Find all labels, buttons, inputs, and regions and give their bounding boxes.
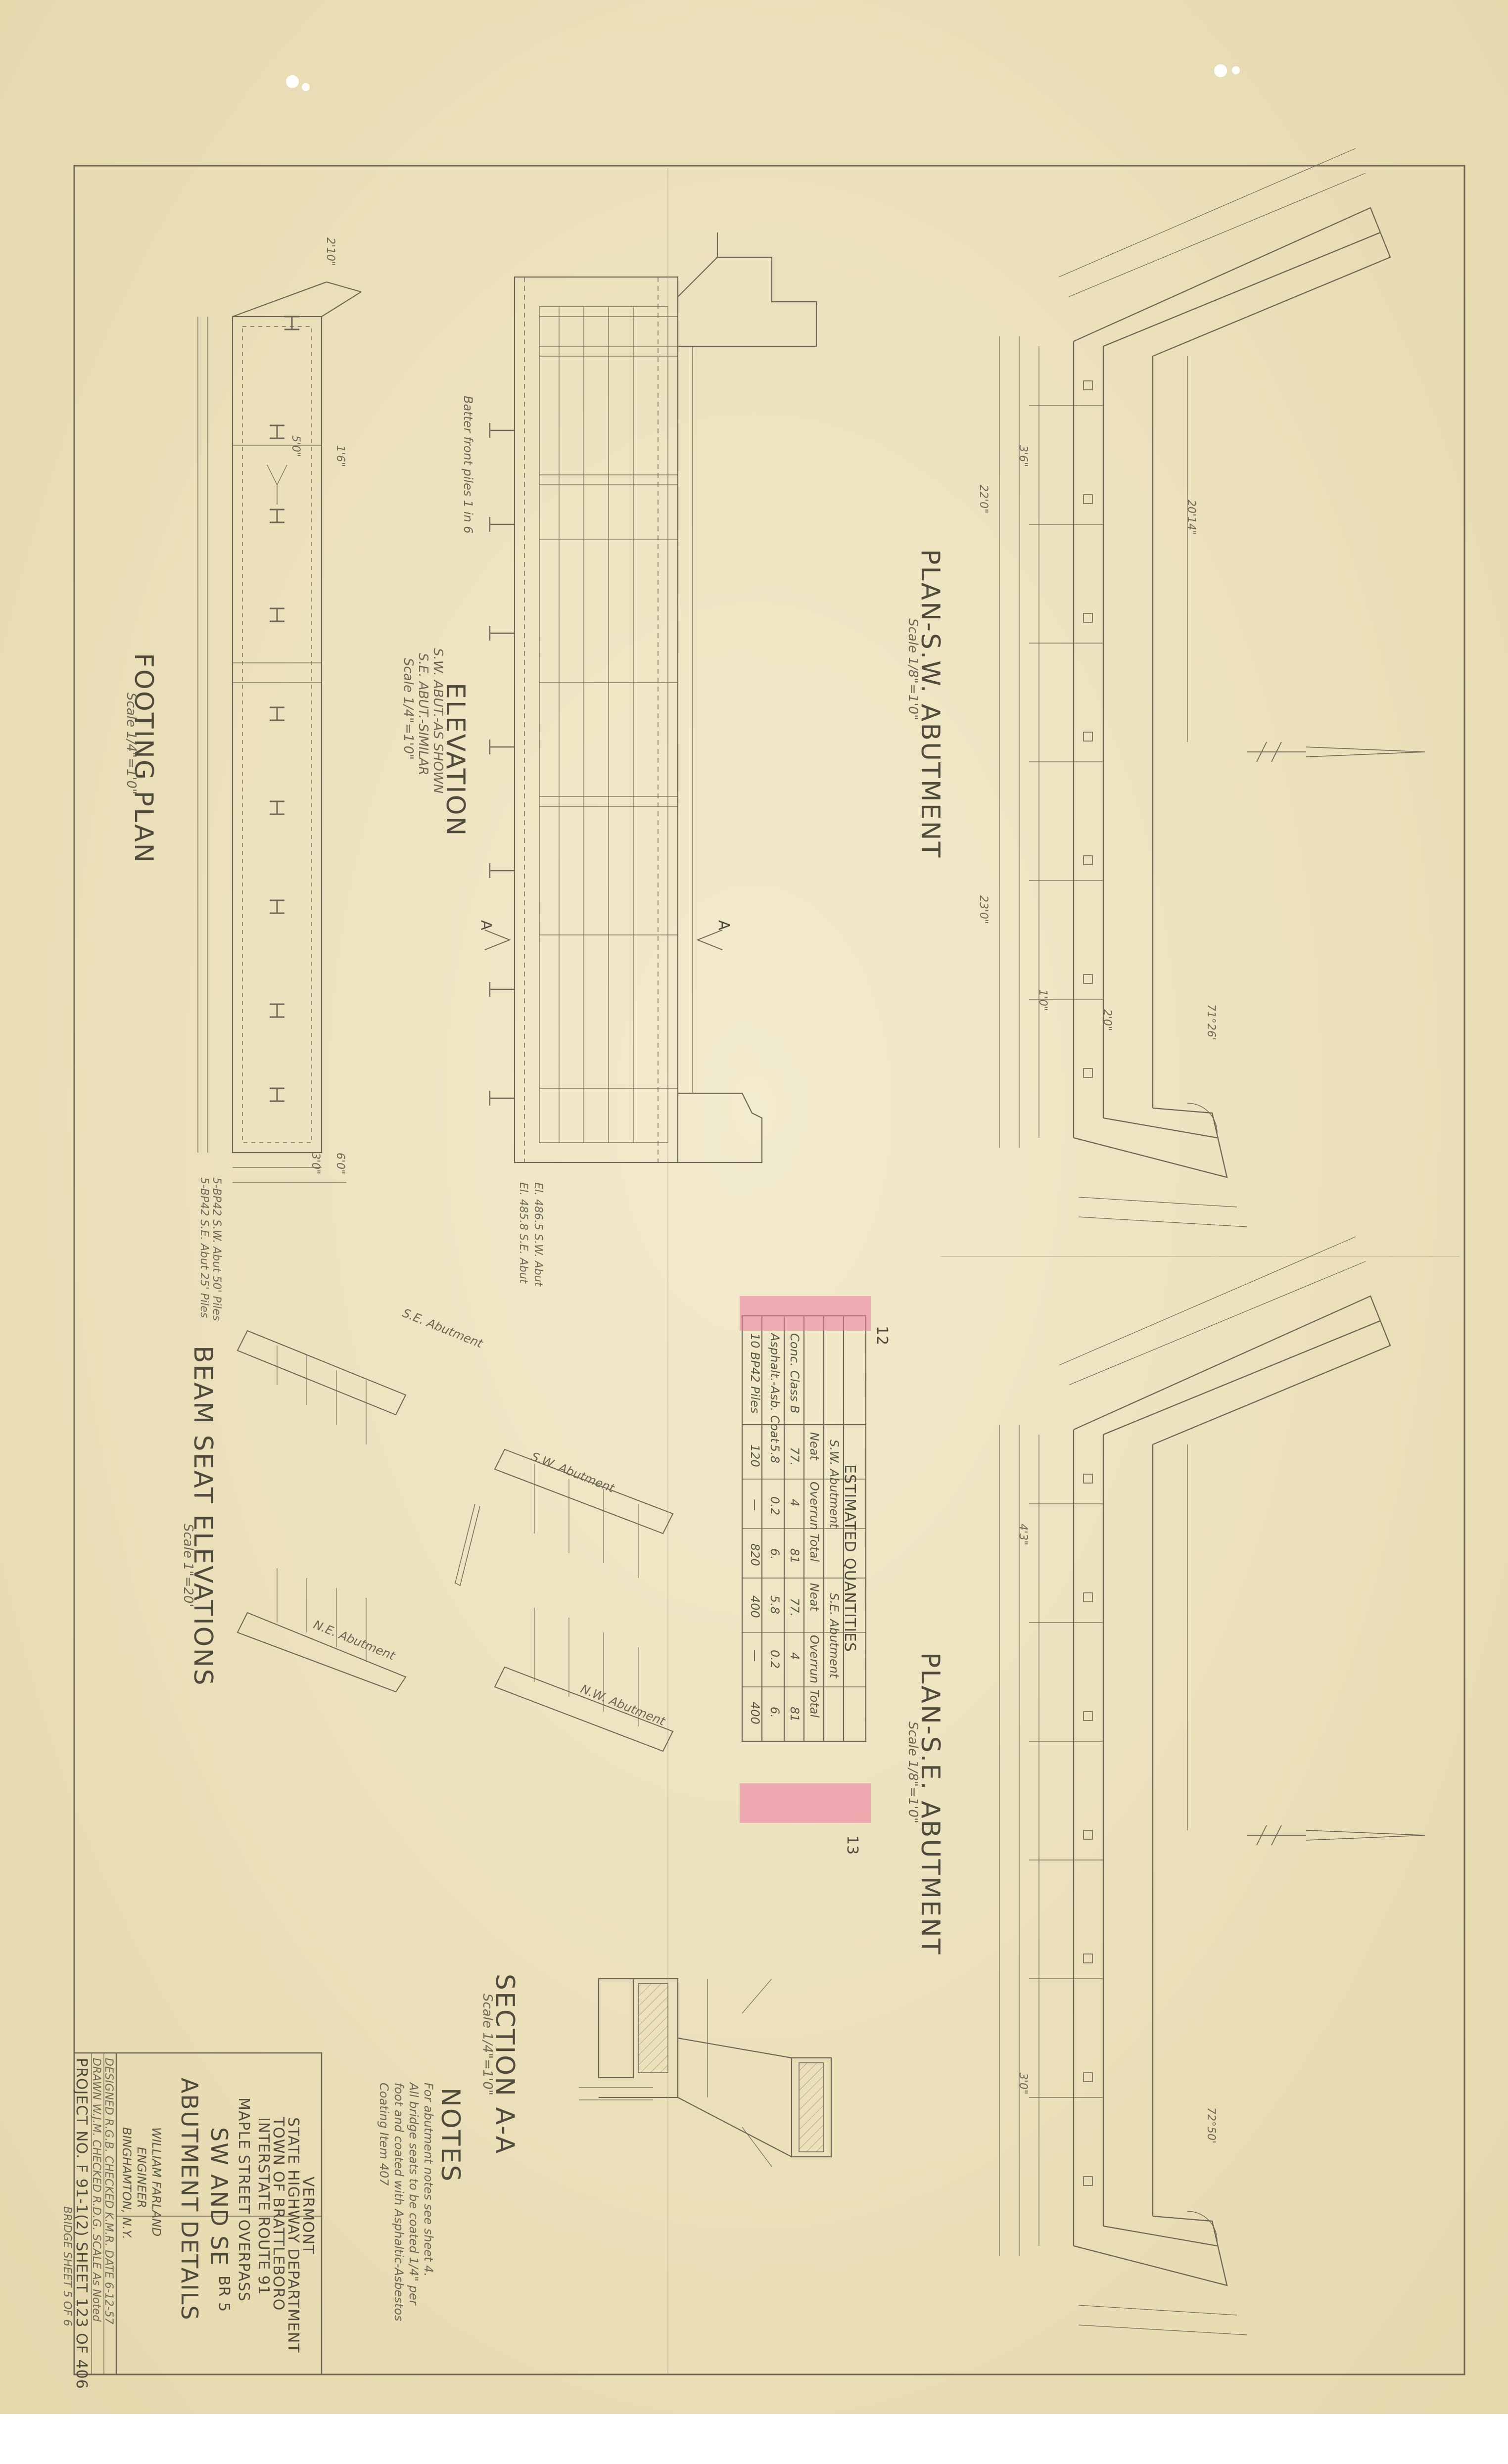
- qt-row2-v0: 5.8: [768, 1444, 782, 1464]
- qt-row1-v1: 4: [788, 1499, 801, 1507]
- quantities-mark-bottom: 13: [844, 1835, 861, 1856]
- tb-structure: MAPLE STREET OVERPASS: [235, 2097, 252, 2302]
- footing-plan: [197, 281, 362, 1183]
- notes-line4: Coating Item 407: [377, 2083, 391, 2186]
- qt-col-overrun-1: Overrun: [807, 1482, 821, 1531]
- elevation-label: El. 485.8 S.E. Abut: [517, 1182, 529, 1284]
- punch-hole: [1232, 66, 1240, 74]
- quantities-group-se: S.E. Abutment: [827, 1593, 841, 1678]
- qt-row1-v5: 81: [788, 1707, 801, 1722]
- tb-designed: DESIGNED R.G.B. CHECKED K.M.R. DATE 6-12…: [102, 2058, 115, 2325]
- qt-row3-v4: —: [748, 1650, 762, 1662]
- qt-row1-item: Conc. Class B: [788, 1333, 801, 1414]
- qt-row1-v2: 81: [788, 1548, 801, 1564]
- punch-hole: [302, 83, 310, 91]
- beam-seat-scale: Scale 1"=20': [181, 1524, 195, 1607]
- qt-col-overrun-2: Overrun: [807, 1635, 821, 1684]
- dim-label: 1'0": [1037, 989, 1049, 1012]
- dim-label: 6'0": [334, 1153, 346, 1175]
- qt-row2-v3: 5.8: [768, 1595, 782, 1615]
- notes-title: NOTES: [435, 2088, 465, 2183]
- dim-label: 71°26': [1205, 1004, 1217, 1041]
- quantities-mark-top: 12: [873, 1326, 891, 1346]
- qt-row3-item: 10 BP42 Piles: [748, 1333, 762, 1414]
- sheet-border: [73, 165, 1465, 2375]
- section-aa-scale: Scale 1/4"=1'0": [480, 1994, 495, 2095]
- qt-row3-v3: 400: [748, 1595, 762, 1618]
- tb-sheet: BRIDGE SHEET 5 OF 6: [61, 2206, 73, 2326]
- qt-row2-item: Asphalt.-Asb. Coat: [768, 1333, 782, 1443]
- tape-top: [740, 1296, 871, 1331]
- dim-label: 1'6": [334, 445, 346, 467]
- notes-line1: For abutment notes see sheet 4.: [422, 2083, 435, 2277]
- notes-line3: foot and coated with Asphaltic-Asbestos: [392, 2083, 406, 2322]
- pile-label: 5-BP42 S.W. Abut 50' Piles: [210, 1177, 223, 1321]
- tape-bottom: [740, 1783, 871, 1823]
- dim-label: 3'0": [309, 1153, 322, 1175]
- qt-row3-v1: —: [748, 1499, 762, 1511]
- qt-row1-v3: 77.: [788, 1598, 801, 1617]
- elevation-scale: Scale 1/4"=1'0": [401, 658, 416, 760]
- qt-row3-v0: 120: [748, 1444, 762, 1467]
- tb-engineer-city: BINGHAMTON, N.Y.: [120, 2127, 134, 2239]
- dim-label: 2'10": [324, 237, 336, 267]
- tb-drawn: DRAWN W.J.M. CHECKED R.D.G. SCALE As Not…: [90, 2058, 102, 2322]
- punch-hole: [286, 75, 299, 88]
- tb-abut: SW AND SE: [206, 2127, 233, 2267]
- plan-se-scale: Scale 1/8"=1'0": [905, 1721, 920, 1823]
- dim-label: 20'14": [1185, 500, 1197, 536]
- footing-plan-scale: Scale 1/4"=1'0": [124, 693, 139, 794]
- section-mark-a-right: A: [715, 920, 732, 931]
- pile-label: 5-BP42 S.E. Abut 25' Piles: [198, 1177, 210, 1318]
- tb-dept: STATE HIGHWAY DEPARTMENT: [284, 2117, 302, 2353]
- tb-desc: ABUTMENT DETAILS: [176, 2078, 203, 2321]
- elevation-note: Batter front piles 1 in 6: [461, 396, 475, 534]
- dim-label: 23'0": [977, 895, 990, 925]
- beam-seat-title: BEAM SEAT ELEVATIONS: [188, 1346, 218, 1687]
- dim-label: 4'3": [1017, 1524, 1029, 1546]
- section-mark-a-left: A: [477, 920, 495, 931]
- notes-line2: All bridge seats to be coated 1/4" per: [407, 2083, 421, 2305]
- plan-se-abutment: [999, 1236, 1425, 2335]
- qt-row1-v0: 77.: [788, 1447, 801, 1466]
- qt-col-total-2: Total: [807, 1689, 821, 1718]
- qt-col-total-1: Total: [807, 1534, 821, 1562]
- elevation-label: El. 486.5 S.W. Abut: [532, 1182, 544, 1287]
- tb-engineer-role: ENGINEER: [135, 2147, 148, 2208]
- qt-row2-v4: 0.2: [768, 1650, 782, 1669]
- dim-label: 5'0": [289, 435, 302, 458]
- plan-sw-scale: Scale 1/8"=1'0": [905, 618, 920, 720]
- dim-label: 3'6": [1017, 445, 1029, 467]
- tb-bridge: BR 5: [215, 2276, 233, 2313]
- section-aa: [579, 1978, 832, 2167]
- qt-col-neat-2: Neat: [807, 1583, 821, 1611]
- tb-town: TOWN OF BRATTLEBORO: [270, 2117, 287, 2311]
- title-block-frame: [73, 2052, 323, 2375]
- quantities-group-sw: S.W. Abutment: [827, 1440, 841, 1528]
- dim-label: 3'0": [1017, 2073, 1029, 2095]
- qt-row3-v2: 820: [748, 1543, 762, 1566]
- qt-row3-v5: 400: [748, 1702, 762, 1724]
- dim-label: 72°50': [1205, 2107, 1217, 2144]
- elevation-sub1: S.W. ABUT.-AS SHOWN: [430, 648, 445, 794]
- dim-label: 22'0": [977, 485, 990, 514]
- qt-row2-v5: 6.: [768, 1707, 782, 1718]
- qt-row2-v2: 6.: [768, 1548, 782, 1560]
- plan-sw-abutment: [999, 148, 1425, 1227]
- beam-seat-diagrams: [236, 1330, 674, 1752]
- tb-state: VERMONT: [299, 2177, 317, 2255]
- qt-row1-v4: 4: [788, 1652, 801, 1660]
- qt-col-neat-1: Neat: [807, 1432, 821, 1460]
- punch-hole: [1214, 64, 1227, 77]
- elevation-sub2: S.E. ABUT.-SIMILAR: [416, 653, 430, 776]
- tb-project: PROJECT NO. F 91-1(2) SHEET 123 OF 406: [73, 2058, 90, 2389]
- qt-row2-v1: 0.2: [768, 1496, 782, 1516]
- tb-route: INTERSTATE ROUTE 91: [255, 2117, 272, 2295]
- tb-engineer: WILLIAM FARLAND: [149, 2127, 163, 2237]
- quantities-title: ESTIMATED QUANTITIES: [841, 1464, 858, 1653]
- dim-label: 2'0": [1101, 1009, 1113, 1031]
